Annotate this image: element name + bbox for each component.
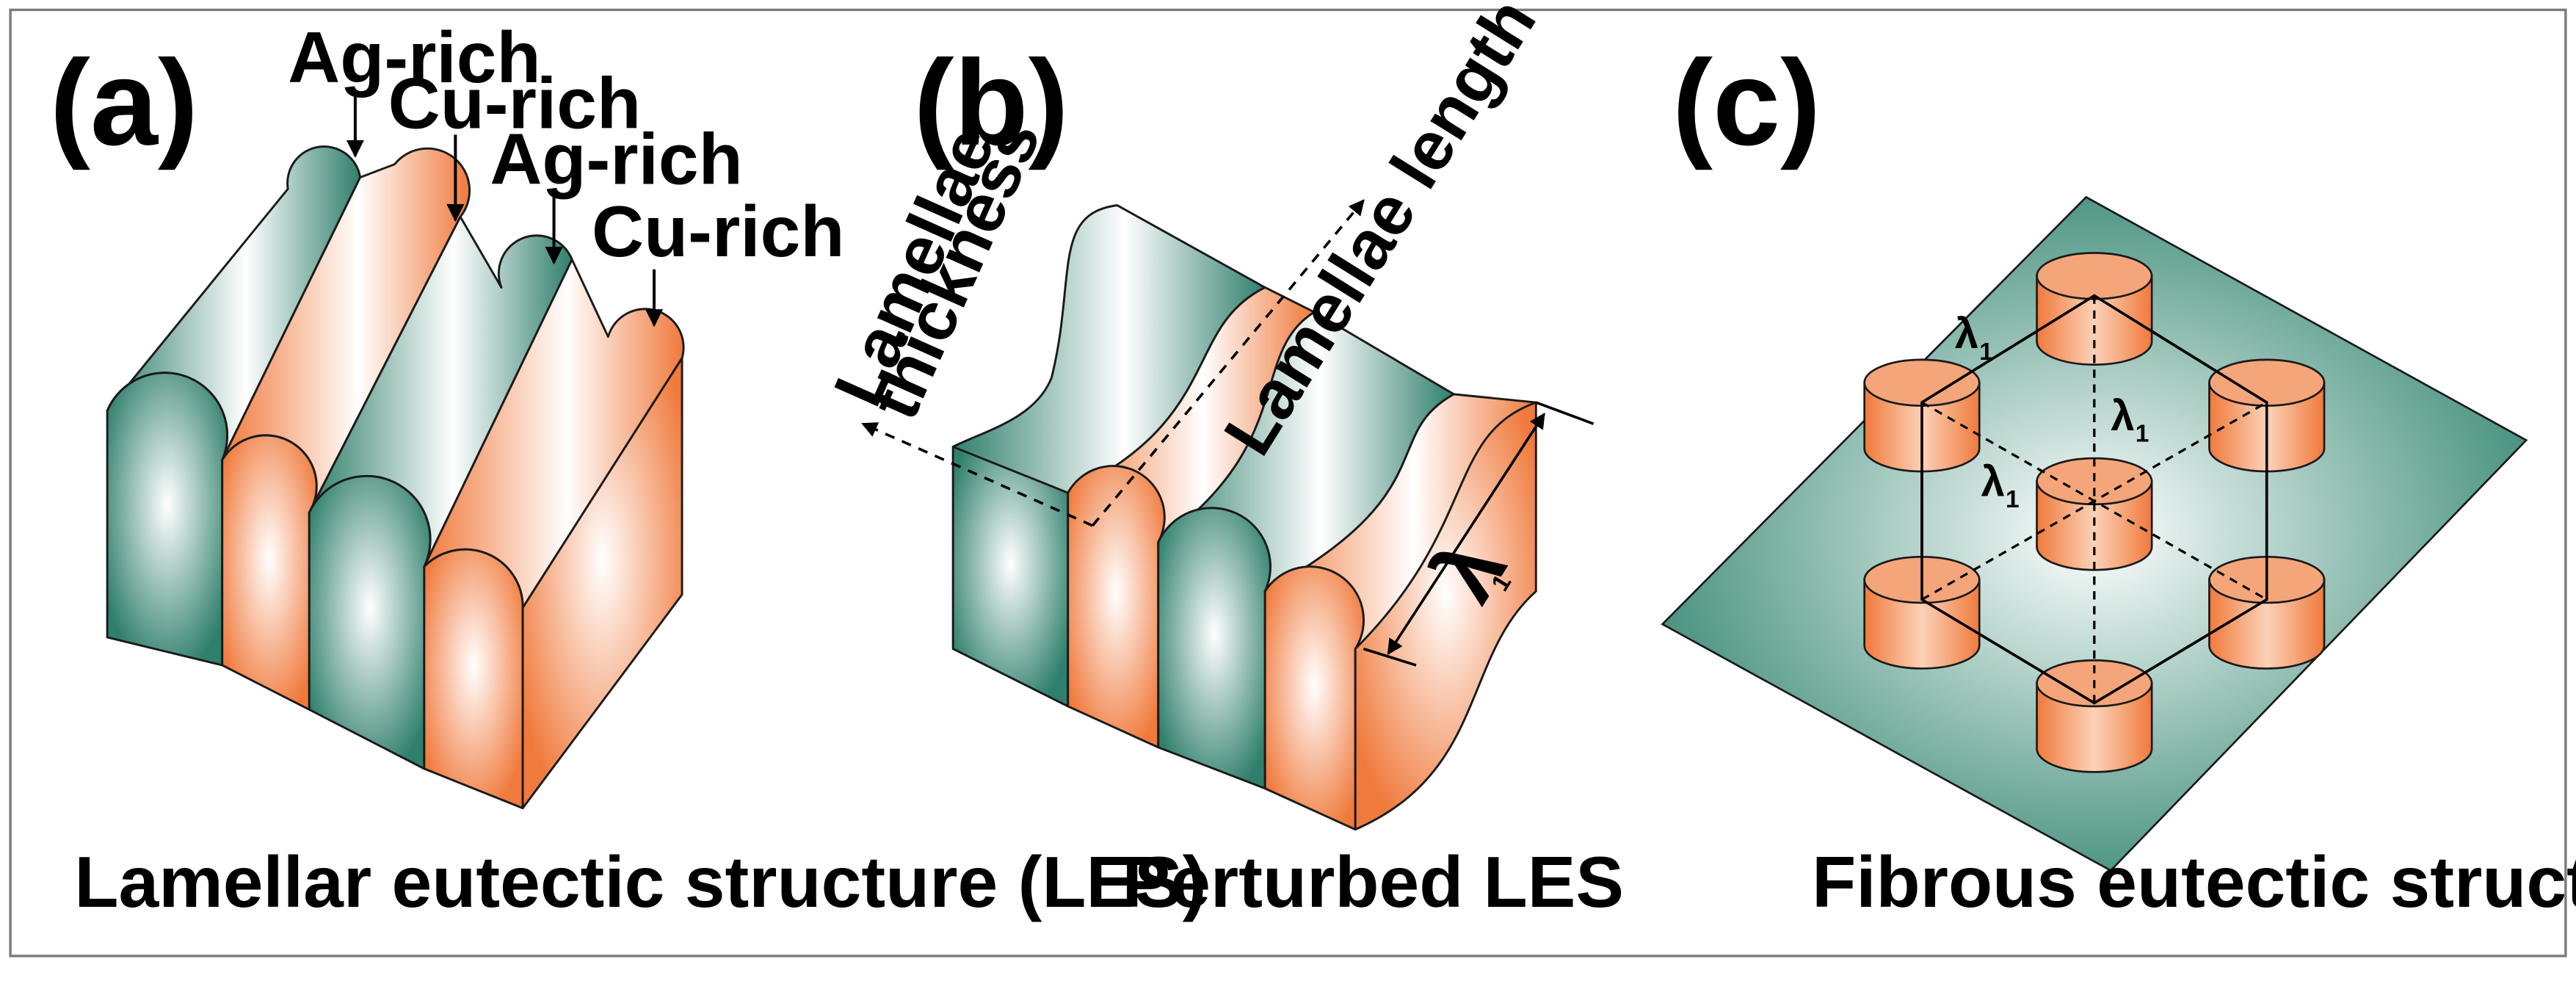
fiber-cylinder-top <box>2208 358 2326 407</box>
panel-b-dimension-lines <box>861 199 1594 667</box>
perturbed-cu-rich-front-1 <box>1067 465 1166 749</box>
panel-c-lambda-label-2: λ 1 <box>2111 392 2149 448</box>
panel-c-caption: Fibrous eutectic structure (FES) <box>1812 841 2576 922</box>
lambda-symbol: λ <box>1981 458 2005 506</box>
fiber-group <box>1863 252 2326 773</box>
lambda-symbol: λ <box>2111 392 2134 440</box>
lamella-cu-rich-1-front <box>221 434 318 711</box>
fiber-cylinder <box>2036 252 2153 366</box>
lamella-cu-rich-2-front <box>423 548 524 810</box>
panel-a-caption: Lamellar eutectic structure (LES) <box>74 841 1206 922</box>
perturbed-ag-rich-front-1 <box>951 446 1070 708</box>
panel-c-lambda-label-1: λ 1 <box>1955 310 1993 366</box>
perturbed-cu-rich-front-2 <box>1263 565 1365 831</box>
fiber-cylinder <box>2036 659 2153 773</box>
lambda-subscript: 1 <box>2136 421 2149 448</box>
panel-b-letter: (b) <box>913 35 1068 171</box>
fiber-cylinder-body <box>2036 682 2153 773</box>
fiber-cylinder-body <box>1863 579 1981 670</box>
hexagonal-cell-spokes-overlay <box>1921 295 2268 703</box>
fiber-cylinder-body <box>2036 275 2153 366</box>
label-ag-rich-2: Ag-rich <box>490 119 742 200</box>
lambda-subscript: 1 <box>1979 339 1993 366</box>
lambda-symbol: λ <box>1955 310 1978 358</box>
panel-a-arrows <box>346 92 664 327</box>
perturbed-ag-rich-front-2 <box>1157 507 1271 790</box>
panel-c-letter: (c) <box>1672 35 1821 171</box>
panel-b-caption: Perturbed LES <box>1122 841 1625 922</box>
panel-c-lambda-label-3: λ 1 <box>1981 458 2020 514</box>
panel-a-letter: (a) <box>50 35 198 171</box>
fiber-cylinder-top <box>2036 252 2153 300</box>
figure-border <box>9 8 2567 958</box>
panel-b <box>951 204 1537 831</box>
fiber-cylinder-top <box>1863 358 1981 407</box>
fiber-cylinder-body <box>2208 579 2326 670</box>
label-cu-rich-1: Cu-rich <box>388 62 641 143</box>
label-ag-rich-1: Ag-rich <box>288 17 540 98</box>
lamella-ag-rich-2-front <box>308 474 432 770</box>
lamella-ag-rich-1-front <box>106 372 228 667</box>
block-a-side-face <box>521 357 683 810</box>
label-cu-rich-2: Cu-rich <box>592 191 844 272</box>
panel-a <box>106 145 685 810</box>
lambda-subscript: 1 <box>2006 486 2020 513</box>
